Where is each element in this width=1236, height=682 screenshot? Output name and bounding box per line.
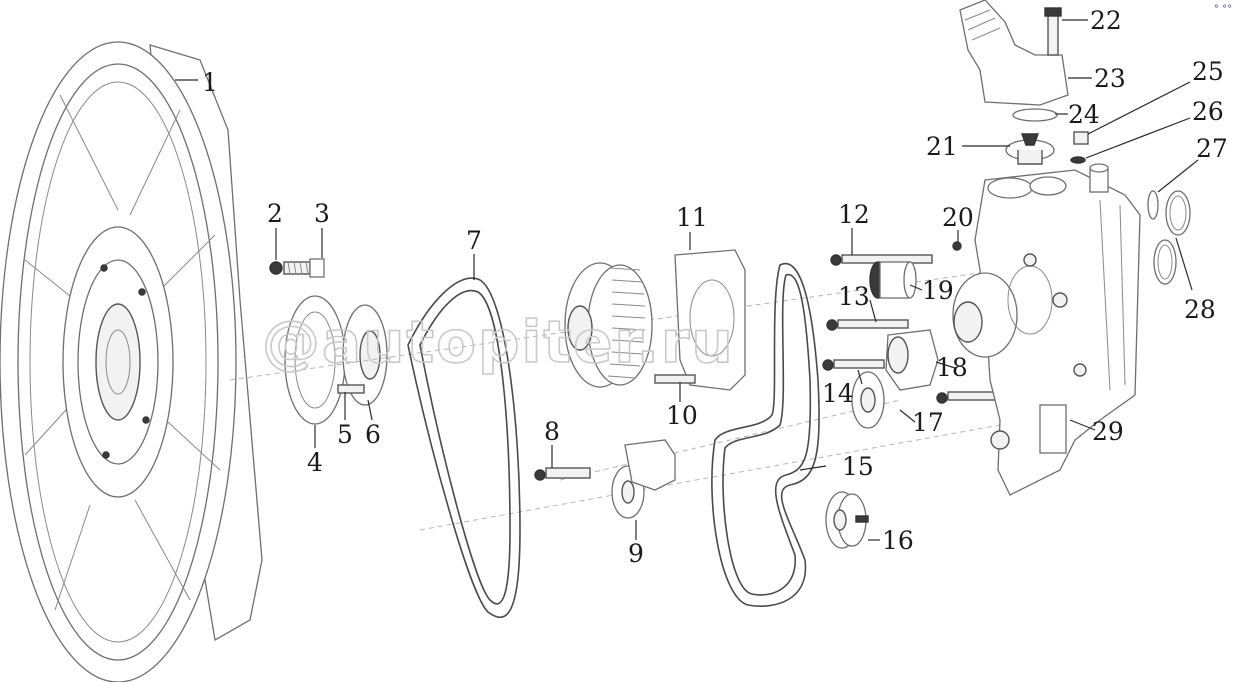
- callout-29: 29: [1092, 417, 1124, 446]
- callout-10: 10: [666, 401, 698, 430]
- callout-19: 19: [922, 276, 954, 305]
- callout-22: 22: [1090, 6, 1122, 35]
- pump-housing-icon: [952, 163, 1141, 496]
- callout-12: 12: [838, 200, 870, 229]
- callout-7: 7: [466, 226, 482, 255]
- watermark: @autopiter.ru: [262, 308, 735, 376]
- callout-28: 28: [1184, 295, 1216, 324]
- callout-3: 3: [314, 199, 330, 228]
- callout-4: 4: [307, 448, 323, 477]
- bolt-icon: [269, 258, 325, 278]
- belt-icon: [407, 277, 521, 619]
- callout-18: 18: [936, 353, 968, 382]
- callout-1: 1: [202, 68, 218, 97]
- callout-23: 23: [1094, 64, 1126, 93]
- tensioner-icon: [534, 439, 676, 519]
- callout-5: 5: [337, 420, 353, 449]
- callout-15: 15: [842, 452, 874, 481]
- callout-8: 8: [544, 417, 560, 446]
- callout-6: 6: [365, 420, 381, 449]
- ring-icon: [1147, 190, 1191, 285]
- callout-24: 24: [1068, 100, 1100, 129]
- callout-14: 14: [822, 379, 854, 408]
- pulley-icon: [825, 491, 869, 549]
- callout-17: 17: [912, 408, 944, 437]
- fan-icon: [0, 41, 263, 682]
- thermostat-icon: [1005, 108, 1089, 165]
- callout-2: 2: [267, 199, 283, 228]
- callout-26: 26: [1192, 97, 1224, 126]
- callout-25: 25: [1192, 57, 1224, 86]
- tensioner-icon: [851, 241, 962, 429]
- callout-13: 13: [838, 282, 870, 311]
- callout-16: 16: [882, 526, 914, 555]
- elbow-icon: [959, 0, 1069, 106]
- pulley-icon: [284, 295, 388, 425]
- callout-27: 27: [1196, 134, 1228, 163]
- callout-labels: 1 2 3 4 5 6 7 8 9 10 11 12 13 14 15 16 1…: [202, 6, 1228, 568]
- corner-mark: ° °°: [1214, 4, 1232, 15]
- callout-21: 21: [926, 132, 958, 161]
- callout-9: 9: [628, 539, 644, 568]
- callout-11: 11: [676, 203, 708, 232]
- callout-20: 20: [942, 203, 974, 232]
- pulley-icon: [564, 249, 746, 391]
- leader-lines: [175, 19, 1199, 541]
- belt-icon: [711, 262, 820, 607]
